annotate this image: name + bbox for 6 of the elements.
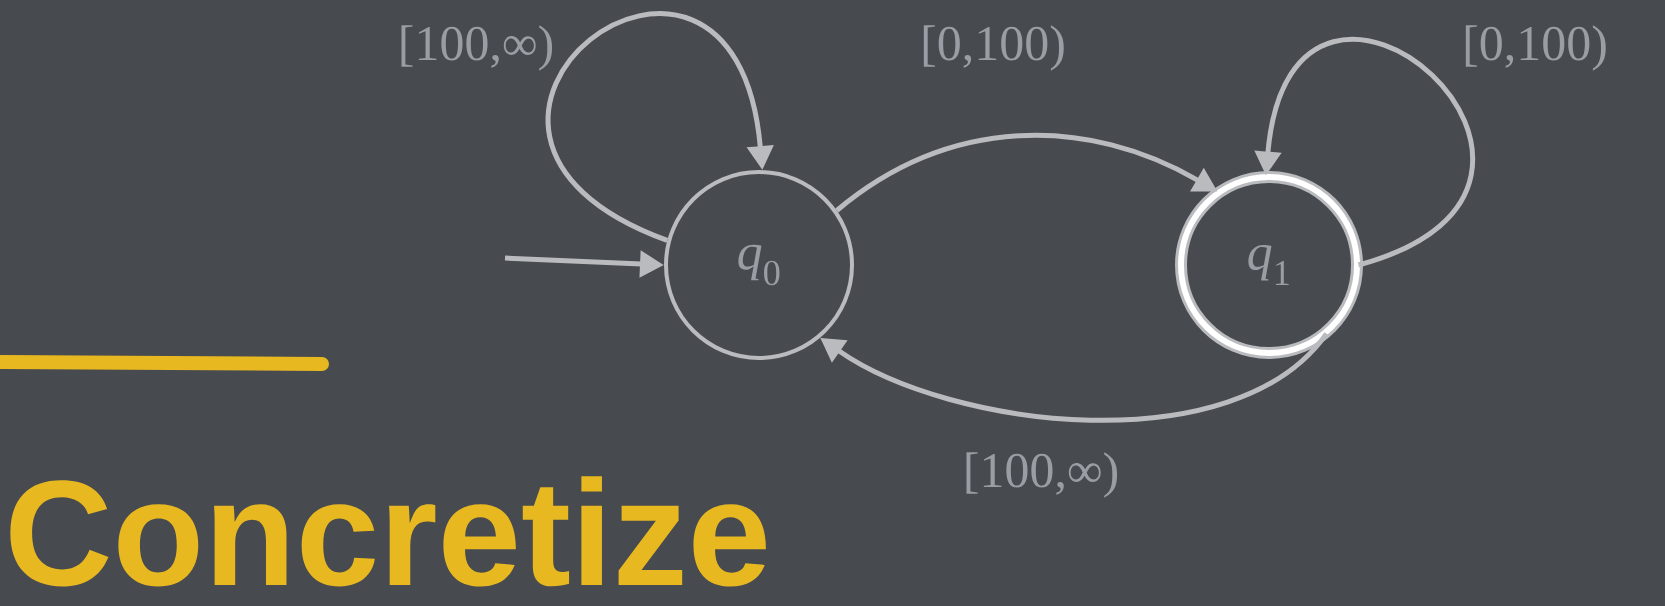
- edge-label: [0,100): [923, 25, 1064, 71]
- edge-label: [0,100): [1465, 25, 1606, 71]
- edge-label: [100,∞): [966, 452, 1118, 498]
- edge-label: [100,∞): [401, 25, 553, 71]
- loop-arrow: [547, 11, 774, 243]
- heading-text: Concretize: [10, 476, 766, 587]
